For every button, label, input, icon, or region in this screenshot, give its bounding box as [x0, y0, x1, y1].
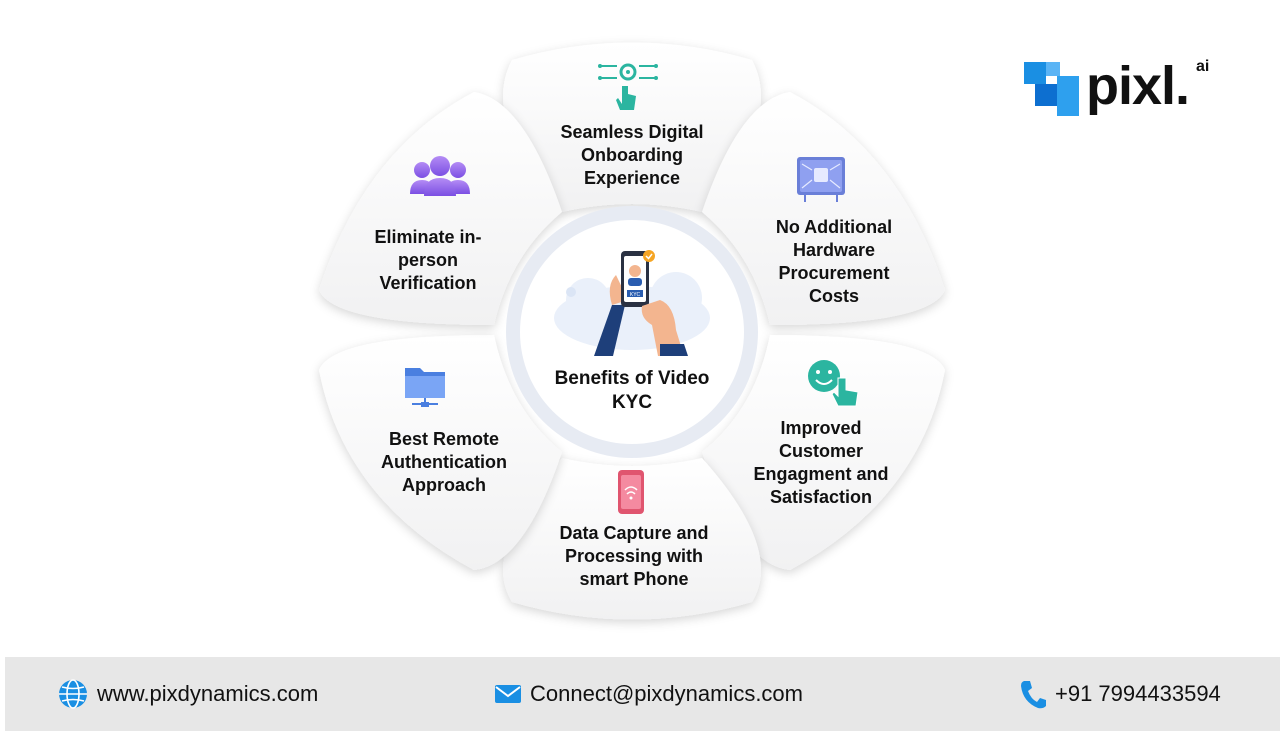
touch-gear-icon [598, 63, 658, 110]
svg-text:KYC: KYC [630, 292, 641, 298]
logo-superscript: ai [1196, 58, 1210, 75]
smartphone-wifi-icon [618, 470, 644, 514]
petal-label-remote-authentication: Best Remote Authentication Approach [381, 429, 507, 495]
footer-phone[interactable]: +91 7994433594 [1019, 657, 1221, 731]
globe-icon [59, 679, 87, 709]
envelope-icon [495, 685, 521, 703]
network-folder-icon [405, 368, 445, 407]
pixl-logo: pixl. ai [1022, 56, 1222, 120]
phone-number[interactable]: +91 7994433594 [1055, 681, 1221, 706]
footer-email[interactable]: Connect@pixdynamics.com [494, 657, 803, 731]
email-link[interactable]: Connect@pixdynamics.com [530, 681, 803, 706]
smiley-touch-icon [808, 360, 859, 407]
petal-label-seamless-onboarding: Seamless Digital Onboarding Experience [560, 122, 704, 188]
logo-wordmark: pixl. [1086, 56, 1190, 116]
petal-label-eliminate-verification: Eliminate in-person Verification [374, 227, 482, 293]
petal-label-customer-engagement: Improved Customer Engagment and Satisfac… [753, 418, 889, 507]
footer-website[interactable]: www.pixdynamics.com [57, 657, 318, 731]
circuit-chip-icon [797, 157, 845, 202]
petal-top-left [319, 92, 562, 325]
users-group-icon [410, 156, 470, 196]
petal-label-no-hardware-costs: No Additional Hardware Procurement Costs [775, 217, 893, 306]
website-link[interactable]: www.pixdynamics.com [97, 681, 319, 706]
center-title: Benefits of Video KYC [554, 368, 710, 413]
petal-top [503, 42, 761, 212]
petal-bottom-left [319, 335, 562, 570]
phone-icon [1021, 681, 1046, 709]
petal-label-data-capture: Data Capture and Processing with smart P… [559, 523, 709, 589]
pixl-logo-mark-icon [1024, 62, 1079, 116]
petal-top-right [702, 92, 945, 325]
footer-bar: www.pixdynamics.com Connect@pixdynamics.… [5, 657, 1280, 731]
petal-bottom [503, 458, 761, 620]
video-kyc-illustration-icon: KYC [554, 250, 710, 356]
benefits-diagram: KYC [319, 42, 945, 620]
petal-bottom-right [702, 335, 945, 570]
